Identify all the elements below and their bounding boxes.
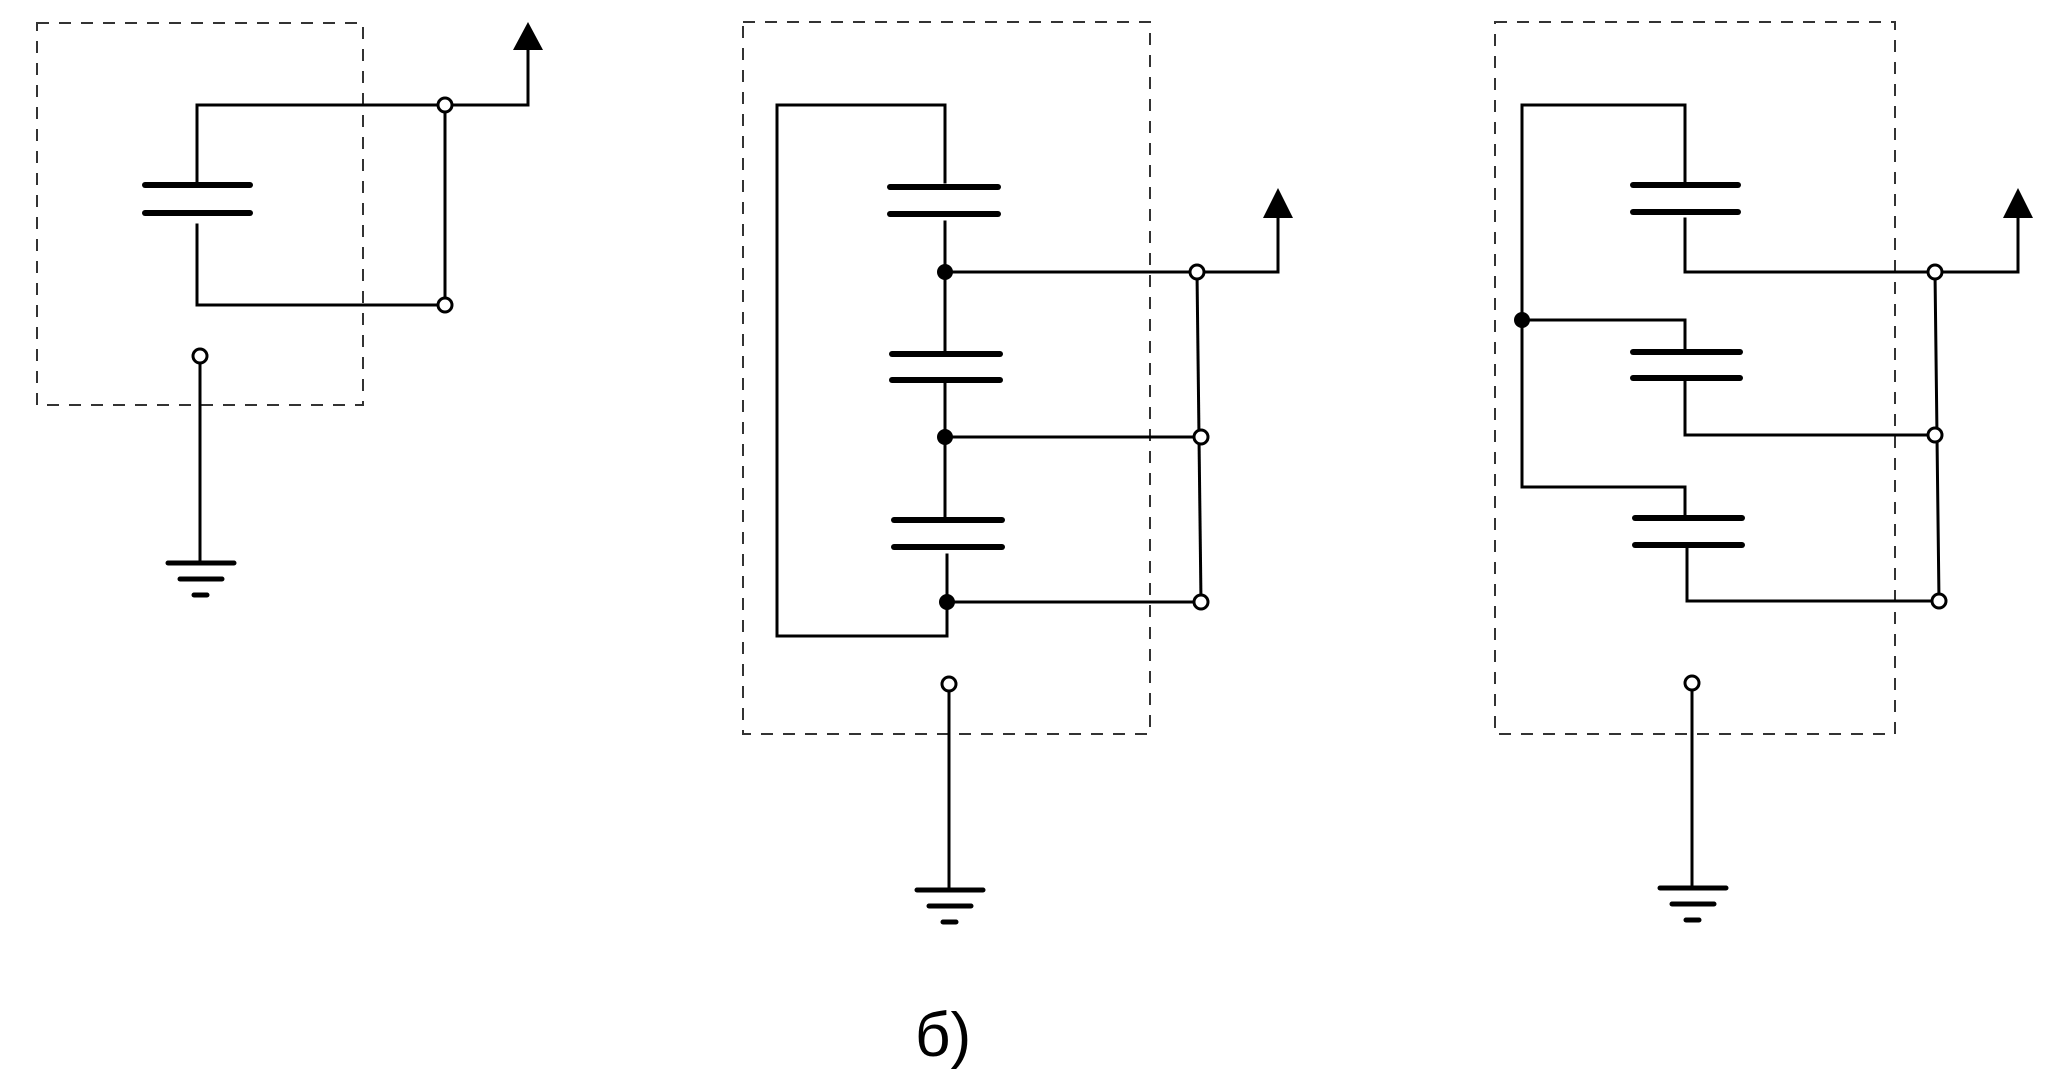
circuit-3-terminal-3	[1930, 592, 1948, 610]
circuit-3-output-arrow	[2003, 188, 2033, 218]
circuit-1	[36, 22, 543, 598]
circuit-1-output-arrow	[513, 22, 543, 50]
circuit-2-junction-1	[937, 264, 953, 280]
circuit-1-terminal-top	[436, 96, 454, 114]
figure-caption: б)	[915, 1001, 972, 1070]
circuit-2-ground-terminal	[940, 675, 958, 693]
circuit-2-frame	[742, 21, 1151, 735]
circuit-2-output-wire	[1195, 216, 1280, 274]
circuit-3	[1494, 21, 2033, 923]
circuit-3-wire-c2-out	[1683, 376, 1937, 437]
circuit-1-terminal-bottom	[436, 296, 454, 314]
circuit-3-terminal-2	[1926, 426, 1944, 444]
circuit-3-ground-terminal	[1683, 674, 1701, 692]
circuit-2-junction-2	[937, 429, 953, 445]
circuit-2-junction-3	[939, 594, 955, 610]
circuit-3-wire-c1-out	[1683, 217, 1937, 274]
circuit-3-frame	[1494, 21, 1896, 735]
circuit-2-terminal-3	[1192, 593, 1210, 611]
circuit-1-output-wire	[443, 48, 530, 107]
circuit-2-terminal-2	[1192, 428, 1210, 446]
circuit-3-wire-c3-out	[1685, 547, 1941, 603]
circuit-2-ground-icon	[914, 887, 986, 925]
circuit-1-ground-terminal	[191, 347, 209, 365]
circuit-2-output-arrow	[1263, 188, 1293, 218]
circuit-3-output-wire	[1933, 216, 2020, 274]
circuit-2-loop-wire	[775, 103, 949, 638]
circuit-3-ground-icon	[1657, 885, 1729, 923]
circuit-3-junction-1	[1514, 312, 1530, 328]
circuit-2	[742, 21, 1293, 925]
circuit-1-frame	[36, 22, 364, 406]
circuit-3-terminal-1	[1926, 263, 1944, 281]
circuit-1-top-wire	[195, 103, 447, 184]
circuit-3-left-bus	[1520, 103, 1687, 516]
circuit-1-ground-icon	[165, 560, 237, 598]
circuit-1-bottom-wire	[195, 223, 447, 307]
circuit-2-terminal-1	[1188, 263, 1206, 281]
circuit-3-mid-left-wire	[1520, 318, 1687, 351]
